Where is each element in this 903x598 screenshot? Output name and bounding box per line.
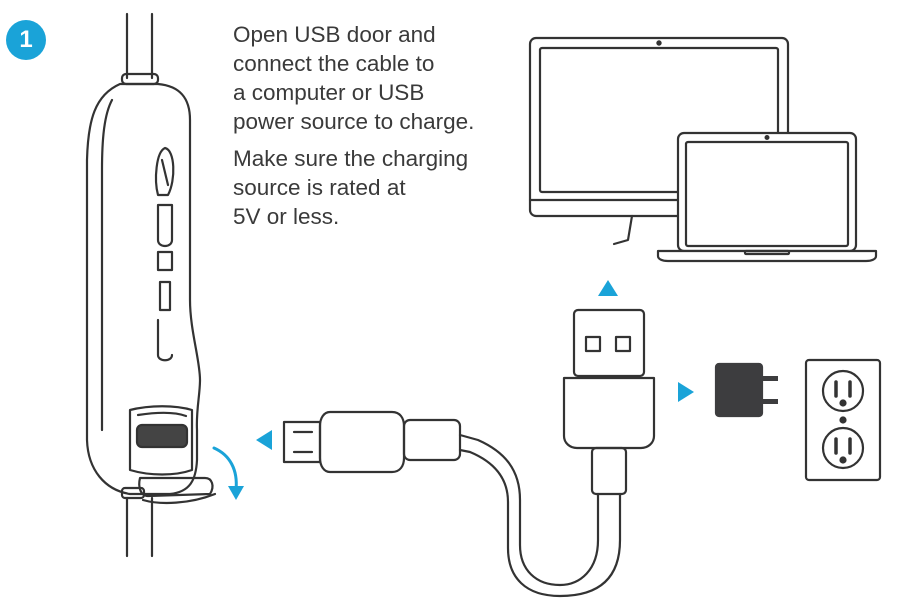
laptop-icon: [656, 131, 878, 263]
usb-cable-icon: [282, 308, 656, 598]
arrow-up-icon: [598, 280, 618, 296]
instruction-paragraph-2: Make sure the charging source is rated a…: [233, 146, 469, 229]
instructions-text: Open USB door and connect the cable to a…: [233, 20, 474, 231]
desktop-monitor-icon: [528, 36, 790, 246]
wall-adapter-icon: [714, 362, 778, 418]
door-open-arrow-icon: [212, 446, 244, 500]
arrow-right-icon: [678, 382, 694, 402]
instruction-paragraph-1: Open USB door and connect the cable to a…: [233, 22, 475, 134]
arrow-left-icon: [256, 430, 272, 450]
wall-outlet-icon: [804, 358, 882, 482]
headphone-remote-icon: [85, 12, 217, 558]
step-number-badge: 1: [6, 20, 46, 60]
